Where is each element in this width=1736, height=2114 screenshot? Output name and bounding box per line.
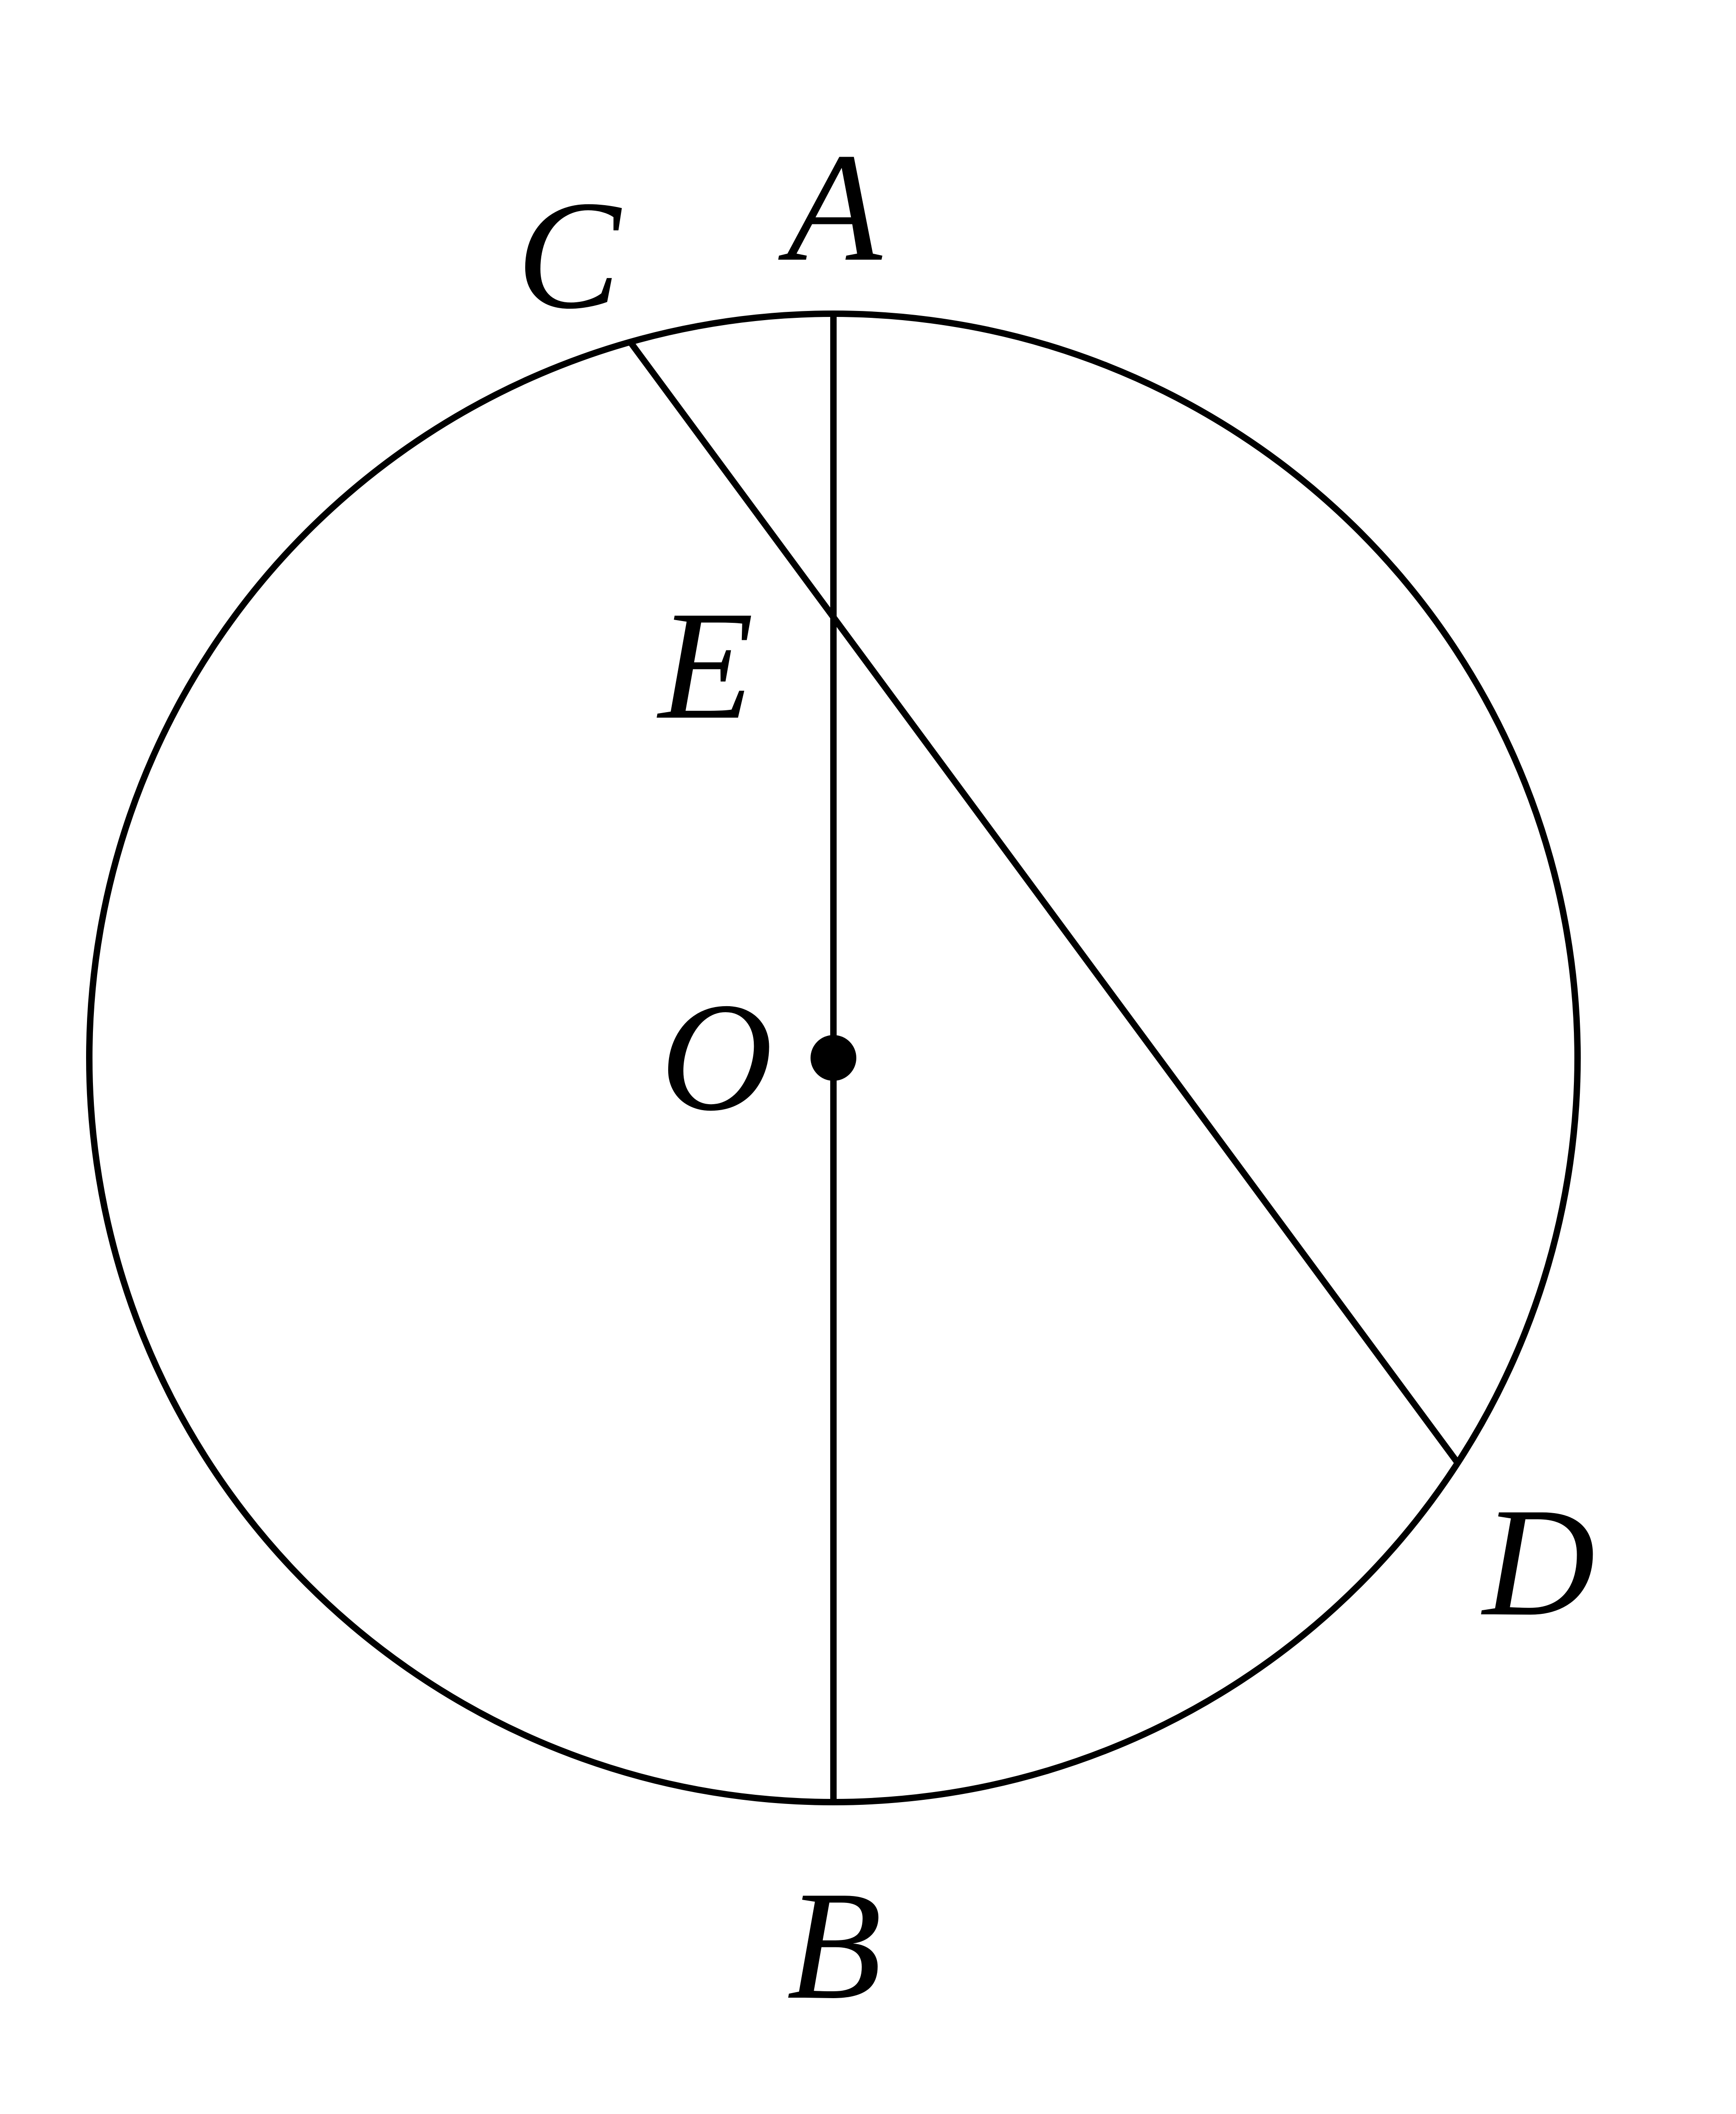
center-point-o	[811, 1035, 856, 1081]
label-d: D	[1480, 1476, 1595, 1648]
label-a: A	[777, 121, 884, 294]
label-e: E	[656, 579, 754, 752]
label-c: C	[517, 169, 624, 341]
label-b: B	[787, 1859, 882, 2032]
label-o: O	[660, 970, 773, 1143]
chord-cd	[628, 341, 1462, 1467]
